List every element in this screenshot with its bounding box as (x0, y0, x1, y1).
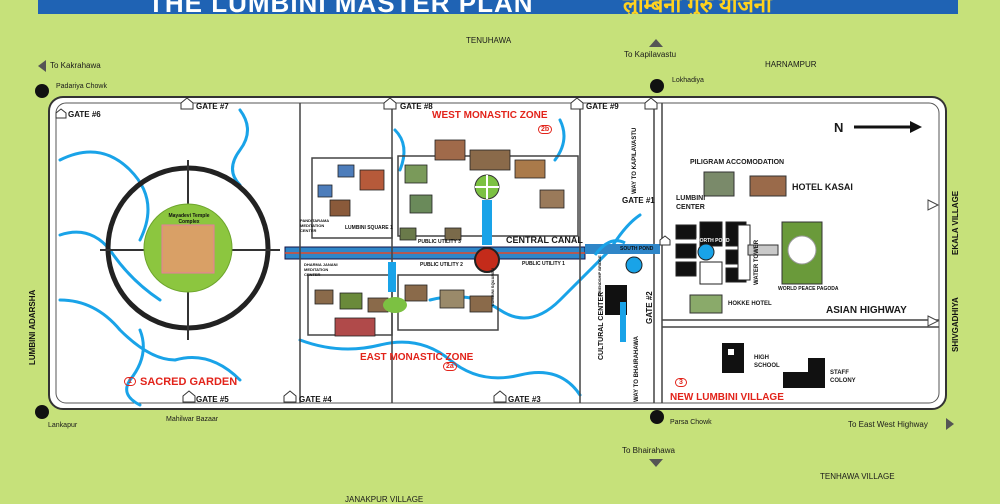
east-monastic-zone-label: EAST MONASTIC ZONE (360, 352, 474, 363)
arrow-left-icon (38, 60, 46, 72)
west-monastic-buildings (317, 139, 565, 241)
dharma-janani-label: DHARMA JANANI MEDITATION CENTER (304, 262, 338, 277)
public-utility-3-label: PUBLIC UTILITY 3 (418, 239, 461, 245)
staff-colony-label: STAFF COLONY (830, 370, 856, 384)
gate-6-label: GATE #6 (68, 110, 101, 119)
gate-5-label: GATE #5 (196, 395, 229, 404)
north-label: N (834, 120, 844, 135)
new-lumbini-village-label: NEW LUMBINI VILLAGE (670, 392, 784, 403)
pilgram-label: PILIGRAM ACCOMODATION (690, 159, 785, 166)
cultural-canal (620, 302, 626, 342)
south-pond-label: SOUTH POND (620, 246, 654, 252)
arrow-down-icon (649, 459, 663, 467)
pilgram-photo (703, 171, 735, 197)
gate-home-icons (55, 97, 671, 403)
friendship-bridge-label: FRIENDSHIP BRIDGE (597, 255, 602, 296)
high-school-window (728, 349, 734, 355)
place-parsa-chowk: Parsa Chowk (670, 419, 712, 426)
place-harnampur: HARNAMPUR (765, 60, 817, 69)
water-tower-label: WATER TOWER (754, 239, 760, 285)
banner-subtitle: लुम्बिनी गुरु योजना (623, 0, 772, 14)
arrow-right-icon (927, 199, 940, 211)
way-to-kapilavastu-label: WAY TO KAPILAVASTU (632, 127, 638, 194)
east-feeder-canal (388, 262, 396, 292)
west-monastic-zone-label: WEST MONASTIC ZONE (432, 110, 548, 121)
village-markers (35, 79, 664, 424)
north-pond (697, 243, 715, 261)
arrow-right-icon (927, 315, 940, 327)
mayadevi-label: Mayadevi Temple Complex (168, 213, 210, 225)
west-feeder-canal (482, 200, 492, 245)
place-mahilwar-bazaar: Mahilwar Bazaar (166, 416, 219, 423)
place-to-east-west-highway: To East West Highway (848, 420, 928, 429)
lumbini-square-1-label: LUMBINI SQUARE 1 (345, 225, 393, 231)
pagoda-walkway (747, 244, 779, 256)
north-arrow-icon (854, 121, 922, 133)
public-utility-1-label: PUBLIC UTILITY 1 (522, 261, 565, 267)
place-lumbini-adarsha: LUMBINI ADARSHA (28, 289, 37, 365)
arrow-up-icon (649, 39, 663, 47)
gate-2-label: GATE #2 (645, 291, 654, 324)
staff-colony-block (783, 358, 825, 388)
banner-title: THE LUMBINI MASTER PLAN (148, 0, 534, 14)
gate-7-label: GATE #7 (196, 102, 229, 111)
title-banner: THE LUMBINI MASTER PLAN लुम्बिनी गुरु यो… (38, 0, 958, 14)
east-plaza (383, 297, 407, 313)
mayadevi-photo (161, 224, 215, 274)
south-pond (625, 256, 643, 274)
public-utility-2-label: PUBLIC UTILITY 2 (420, 262, 463, 268)
north-pond-label: NORTH POND (696, 238, 730, 244)
place-to-bhairahawa: To Bhairahawa (622, 446, 675, 455)
cultural-center-label: CULTURAL CENTER (598, 291, 605, 360)
lumbini-center-buildings (675, 221, 751, 285)
place-lokhadiya: Lokhadiya (672, 77, 704, 84)
asian-highway-label: ASIAN HIGHWAY (826, 305, 907, 316)
place-tenuhawa: TENUHAWA (466, 36, 512, 45)
inner-boundary (55, 102, 940, 404)
sacred-garden-code: 1 (124, 377, 136, 386)
high-school-block (722, 343, 744, 373)
place-to-kapilavastu: To Kapilavastu (624, 50, 677, 59)
east-zone-code: 2a (443, 362, 457, 371)
world-peace-pagoda-label: WORLD PEACE PAGODA (778, 286, 839, 292)
panditarama-label: PANDITARAMA MEDITATION CENTER (300, 218, 330, 233)
west-zone-code: 2b (538, 125, 553, 134)
central-canal-label: CENTRAL CANAL (506, 235, 583, 245)
place-ekala-village: EKALA VILLAGE (951, 190, 960, 255)
gate-1-label: GATE #1 (622, 196, 655, 205)
gate-8-label: GATE #8 (400, 102, 433, 111)
lumbini-square-2-label: LUMBINI SQUARE 2 (490, 267, 495, 306)
hokke-hotel-label: HOKKE HOTEL (728, 301, 772, 307)
gate-3-label: GATE #3 (508, 395, 541, 404)
new-lumbini-code: 3 (675, 378, 687, 387)
gate-9-label: GATE #9 (586, 102, 619, 111)
place-tenhawa-village: TENHAWA VILLAGE (820, 472, 895, 481)
place-shivgadhiya: SHIVGADHIYA (951, 297, 960, 352)
canal-bend (593, 239, 626, 256)
pagoda-stupa (787, 235, 817, 265)
high-school-label: HIGH SCHOOL (754, 355, 780, 369)
hotel-kasai-photo (749, 175, 787, 197)
place-to-kakrahawa: To Kakrahawa (50, 61, 101, 70)
place-padariya-chowk: Padariya Chowk (56, 83, 107, 90)
hokke-hotel-photo (689, 294, 723, 314)
place-lankapur: Lankapur (48, 422, 78, 429)
arrow-right-icon (946, 418, 954, 430)
way-to-bhairahawa-label: WAY TO BHAIRAHAWA (634, 336, 640, 402)
canal-link (585, 244, 660, 254)
canal-hub (474, 247, 500, 273)
sacred-garden-label: SACRED GARDEN (140, 376, 238, 388)
gate-4-label: GATE #4 (299, 395, 332, 404)
lumbini-center-label: LUMBINI CENTER (676, 195, 706, 211)
hotel-kasai-label: HOTEL KASAI (792, 182, 853, 192)
